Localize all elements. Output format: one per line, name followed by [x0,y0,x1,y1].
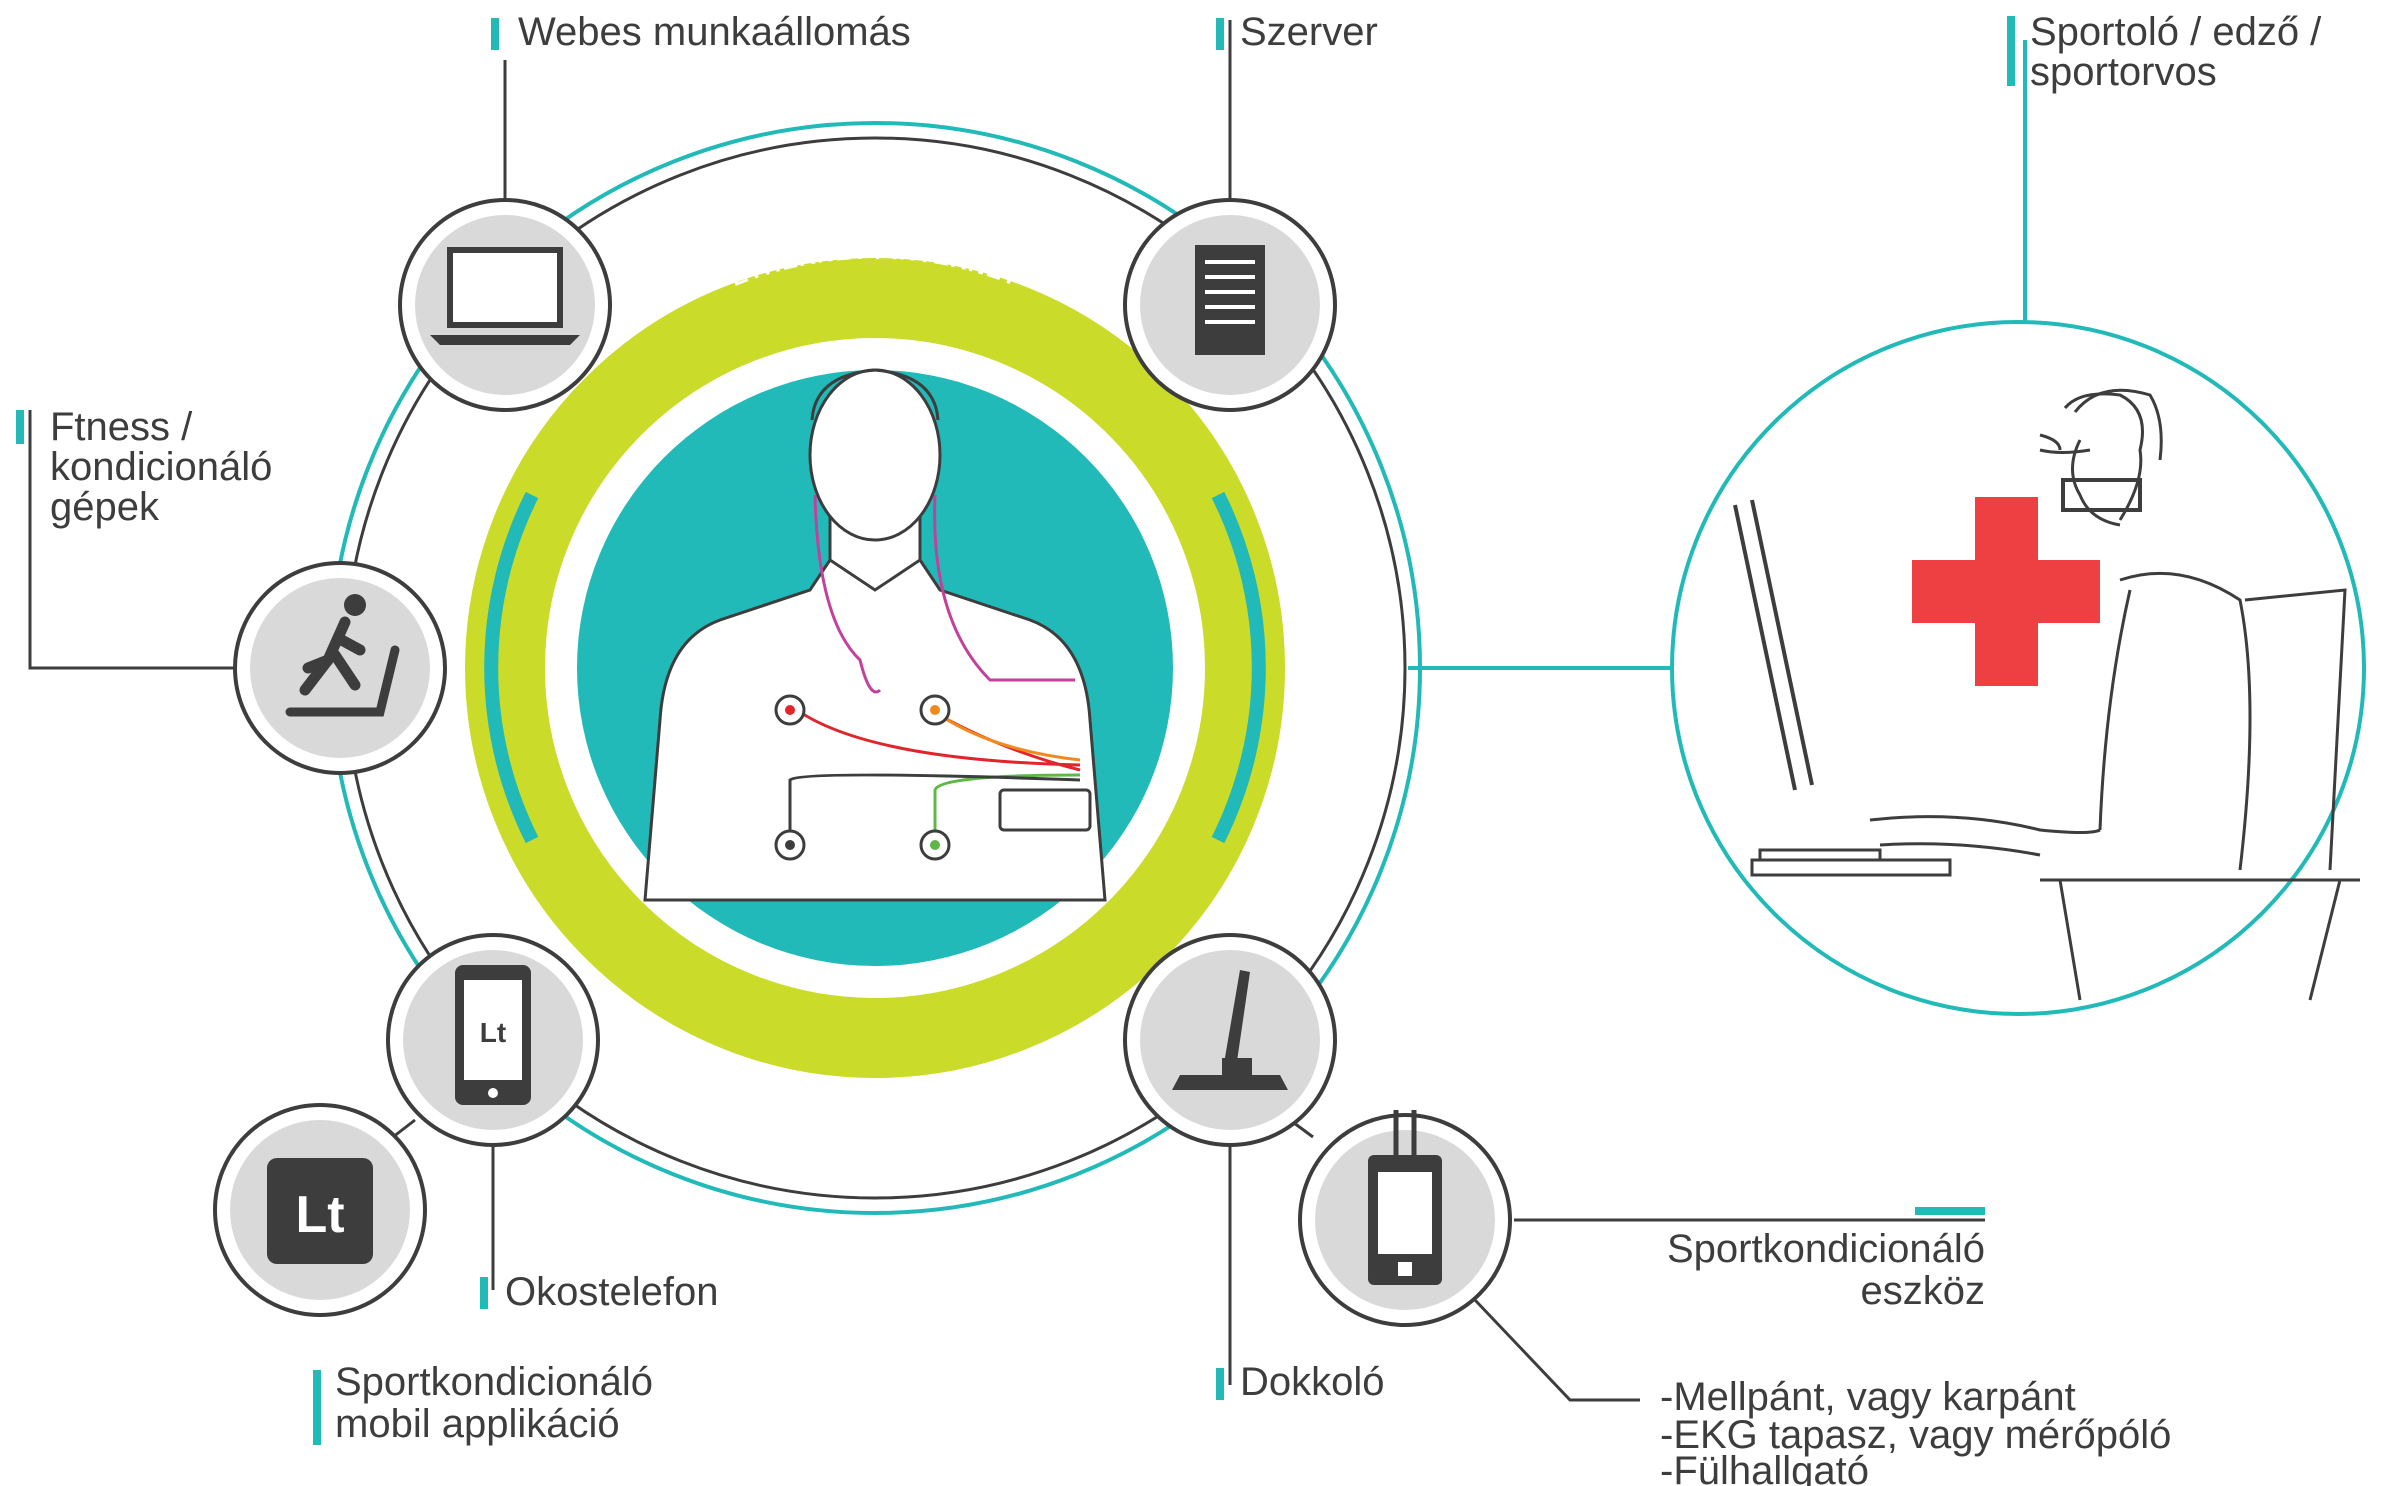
doctor-icon [1733,388,2360,1001]
labels: Webes munkaállomás Szerver Sportoló / ed… [50,10,2322,1486]
device-icon [1368,1110,1442,1285]
teal-connectors [1408,40,2027,670]
laptop-icon [430,247,580,345]
dock-icon [1172,970,1288,1090]
label-app-line2: mobil applikáció [335,1402,620,1446]
label-doctor-line1: Sportoló / edző / [2030,10,2322,54]
app-mark: Lt [295,1186,344,1244]
connector-lines [28,20,1985,1402]
app-icon: Lt [267,1158,373,1264]
device-option-3: -Fülhallgató [1660,1449,1869,1486]
node-server [1123,198,1337,412]
ring-label-bottom: WI-FI [843,1102,907,1130]
node-phone: Lt [386,933,600,1147]
node-dock [1123,933,1337,1147]
doctor-scene [1670,320,2366,1016]
server-icon [1195,245,1265,355]
node-laptop [398,198,612,412]
device-option-2: -EKG tapasz, vagy mérőpóló [1660,1413,2171,1457]
label-webes-munkaallomas: Webes munkaállomás [518,10,911,54]
label-fitness-line1: Ftness / [50,405,193,449]
device-option-1: -Mellpánt, vagy karpánt [1660,1375,2076,1419]
node-app: Lt [213,1103,427,1317]
label-fitness-line3: gépek [50,485,160,529]
athlete-figure [643,368,1107,902]
node-device [1298,1110,1512,1327]
label-device-line1: Sportkondicionáló [1667,1227,1985,1271]
label-fitness-line2: kondicionáló [50,445,272,489]
phone-app-mark: Lt [480,1017,506,1048]
label-dokkolo: Dokkoló [1240,1360,1385,1404]
label-accent-bars [16,16,2015,1445]
label-app-line1: Sportkondicionáló [335,1360,653,1404]
label-doctor-line2: sportorvos [2030,50,2217,94]
label-device-line2: eszköz [1861,1269,1986,1313]
smartphone-icon: Lt [455,965,531,1105]
treadmill-icon [285,594,400,717]
label-szerver: Szerver [1240,10,1378,54]
node-treadmill [233,561,447,775]
label-okostelefon: Okostelefon [505,1270,718,1314]
